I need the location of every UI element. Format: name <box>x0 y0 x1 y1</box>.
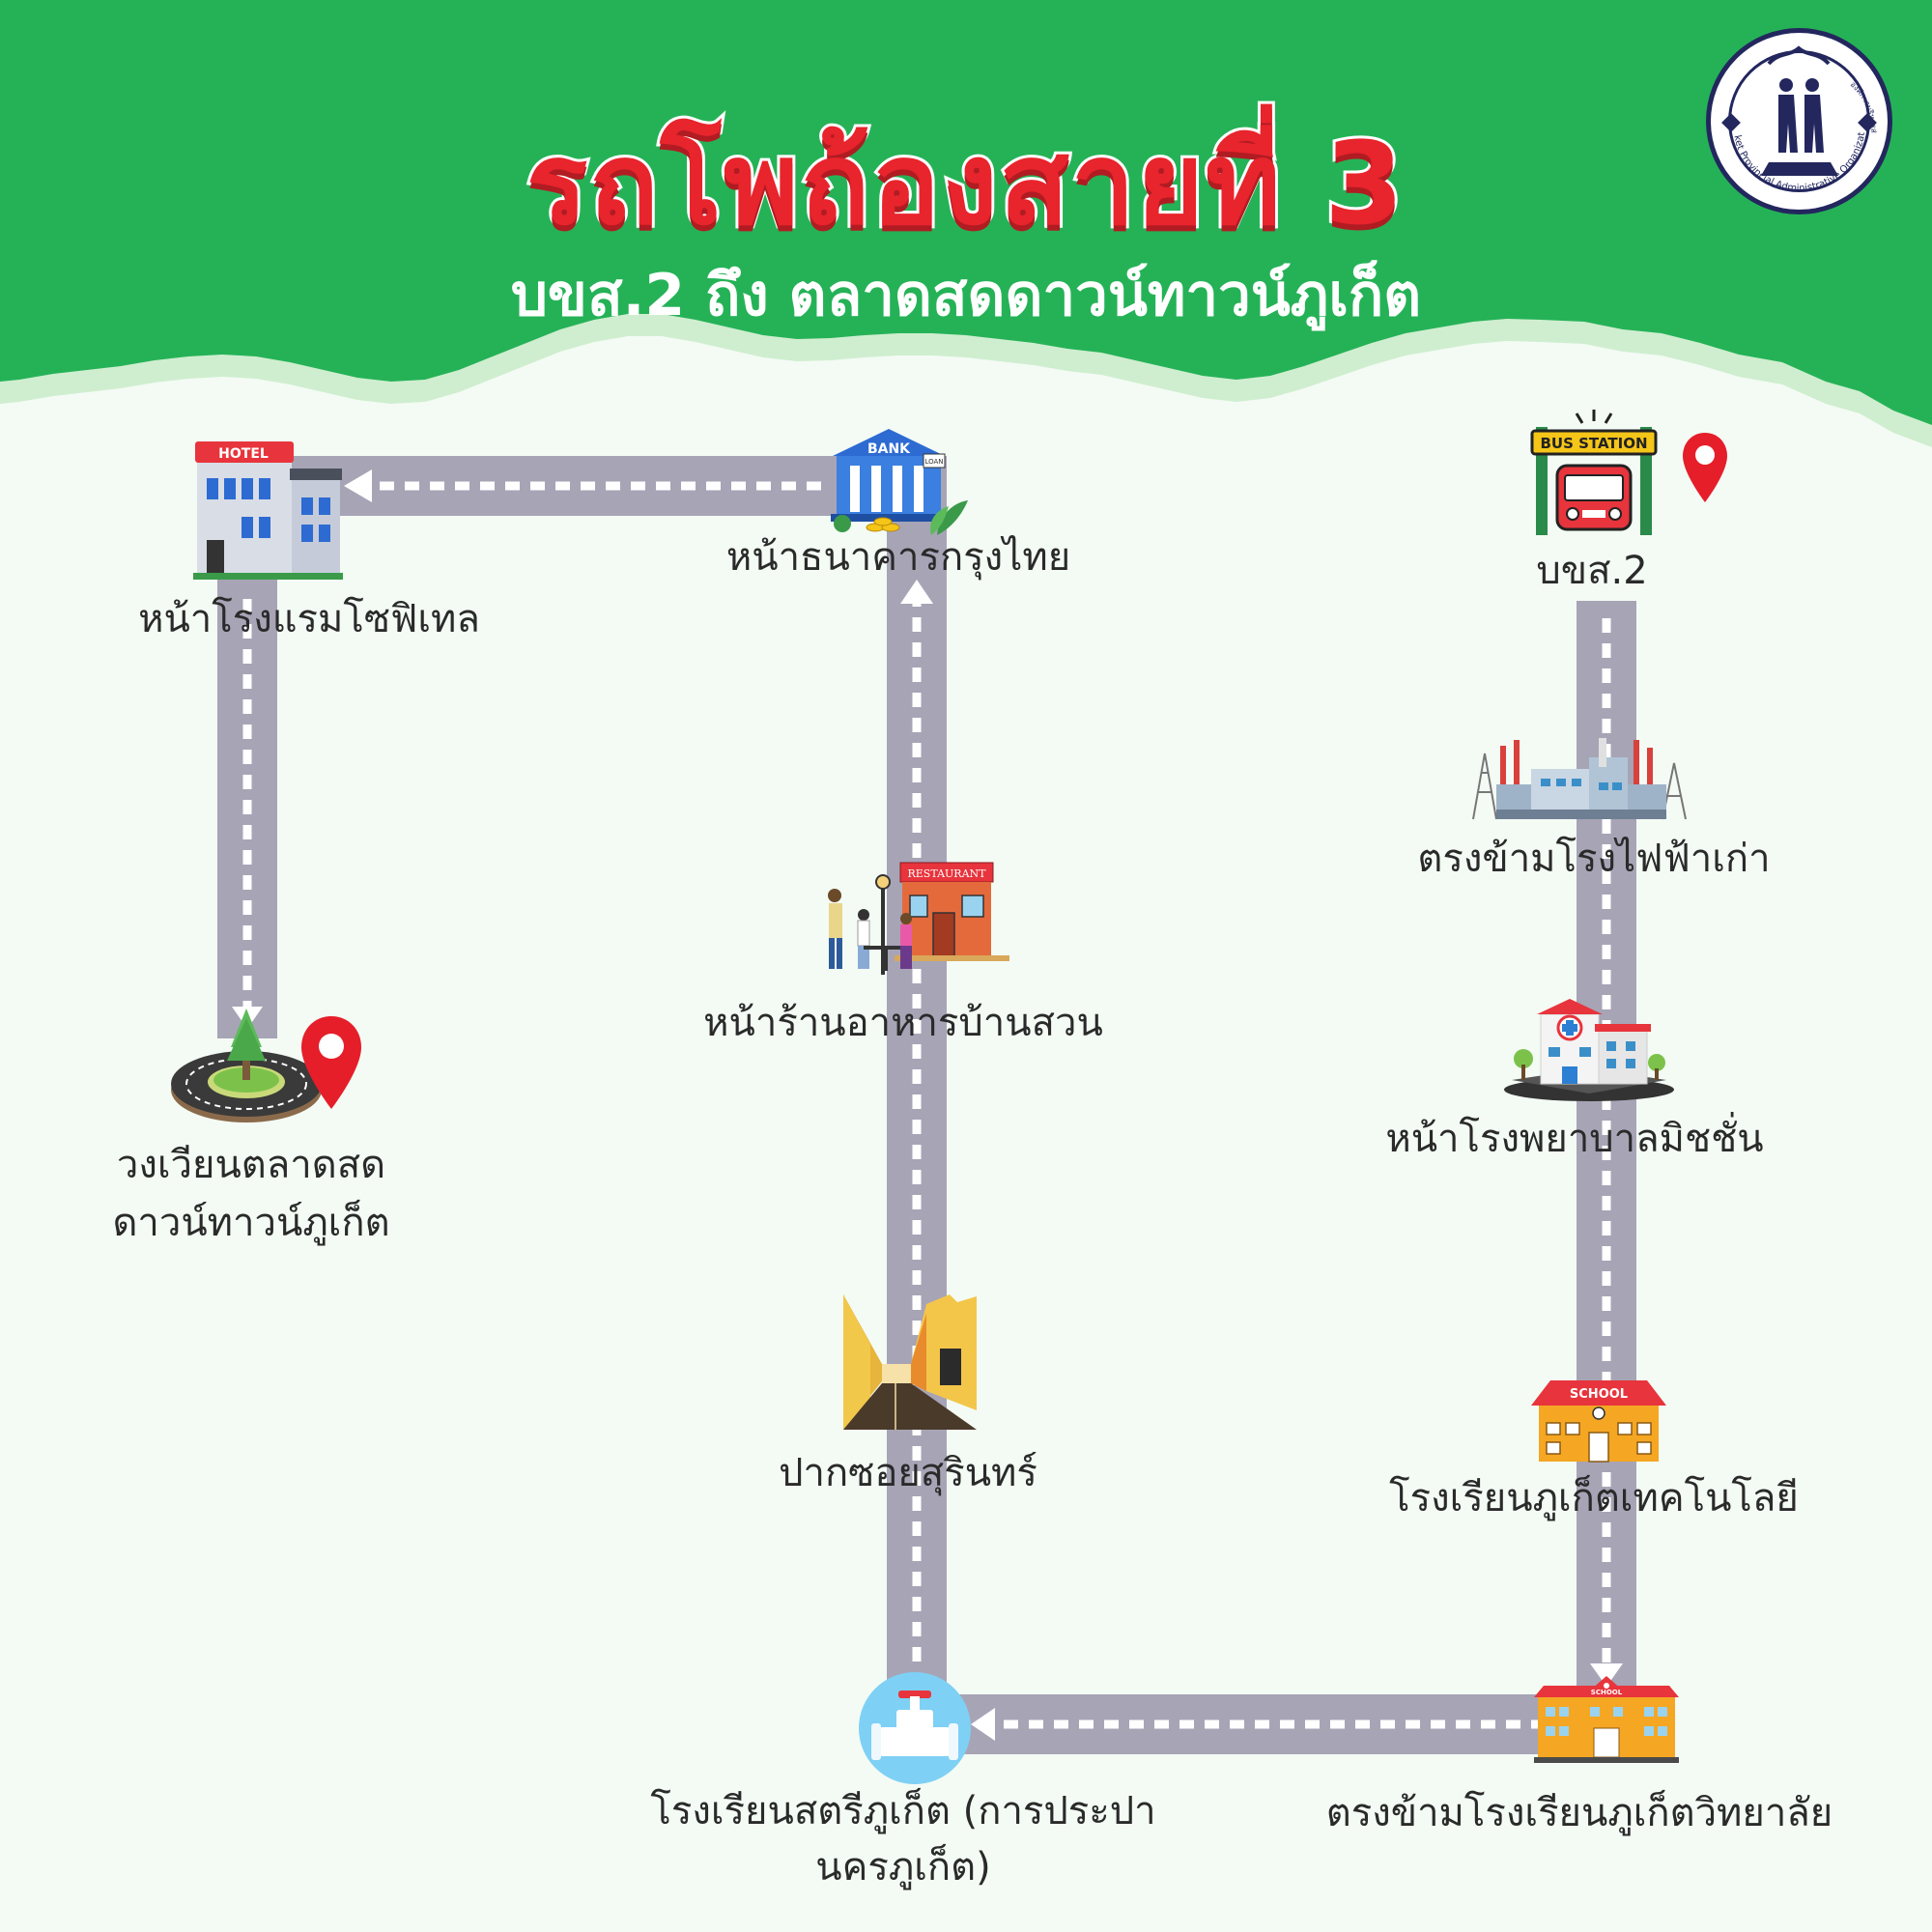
svg-text:HOTEL: HOTEL <box>218 446 269 462</box>
arrow-left-bottom-road <box>971 1708 995 1741</box>
water-valve-icon <box>858 1671 972 1785</box>
bank-icon: BANK LOAN <box>831 427 971 538</box>
power-plant-icon <box>1463 734 1695 821</box>
svg-text:RESTAURANT: RESTAURANT <box>908 867 987 880</box>
arrow-up-middle-road <box>900 580 933 604</box>
stop-label-sofitel: หน้าโรงแรมโซฟิเทล <box>138 597 480 641</box>
roundabout-icon <box>169 1005 324 1125</box>
alley-icon <box>843 1294 977 1430</box>
route-subtitle: บขส.2 ถึง ตลาดสดดาวน์ทาวน์ภูเก็ต <box>510 262 1422 329</box>
stop-label-soi-surin: ปากซอยสุรินทร์ <box>779 1451 1037 1495</box>
arrow-down-right-road <box>1590 1663 1623 1687</box>
bus-station-icon: BUS STATION <box>1526 406 1662 541</box>
school-building-icon: SCHOOL <box>1534 1676 1679 1763</box>
road-left-vertical <box>217 502 277 1038</box>
stop-label-bus-terminal-2: บขส.2 <box>1536 549 1648 593</box>
svg-text:SCHOOL: SCHOOL <box>1591 1689 1623 1696</box>
stop-label-power-plant: ตรงข้ามโรงไฟฟ้าเก่า <box>1417 837 1771 881</box>
end-location-pin-icon <box>299 1014 363 1111</box>
page-title: รถโพถ้องสายที่ 3 <box>524 114 1406 253</box>
school-icon: SCHOOL <box>1531 1377 1666 1463</box>
stop-label-mission-hospital: หน้าโรงพยาบาลมิชชั่น <box>1385 1117 1764 1161</box>
svg-text:BUS STATION: BUS STATION <box>1540 435 1647 452</box>
stop-label-satree-phuket: โรงเรียนสตรีภูเก็ต (การประปา นครภูเก็ต) <box>650 1789 1156 1889</box>
route-dashes <box>242 481 1611 1729</box>
hospital-icon <box>1502 985 1676 1101</box>
stop-label-krungthai-bank: หน้าธนาคารกรุงไทย <box>725 535 1071 580</box>
start-location-pin-icon <box>1681 431 1729 504</box>
svg-text:BANK: BANK <box>867 441 911 457</box>
svg-text:SCHOOL: SCHOOL <box>1570 1387 1628 1402</box>
hotel-icon: HOTEL <box>193 440 343 580</box>
stop-label-baan-suan: หน้าร้านอาหารบ้านสวน <box>703 1001 1103 1045</box>
svg-text:LOAN: LOAN <box>924 458 943 466</box>
stop-label-phuket-wittayalai: ตรงข้ามโรงเรียนภูเก็ตวิทยาลัย <box>1325 1791 1833 1835</box>
stop-label-phuket-tech: โรงเรียนภูเก็ตเทคโนโลยี <box>1389 1476 1799 1520</box>
stop-label-downtown-circle: วงเวียนตลาดสด ดาวน์ทาวน์ภูเก็ต <box>112 1143 390 1245</box>
green-header <box>0 0 1932 425</box>
pao-logo: Phuket Provincial Administrative Organiz… <box>1702 19 1893 215</box>
arrow-left-top-road <box>344 469 372 502</box>
restaurant-icon: RESTAURANT <box>821 855 1010 985</box>
